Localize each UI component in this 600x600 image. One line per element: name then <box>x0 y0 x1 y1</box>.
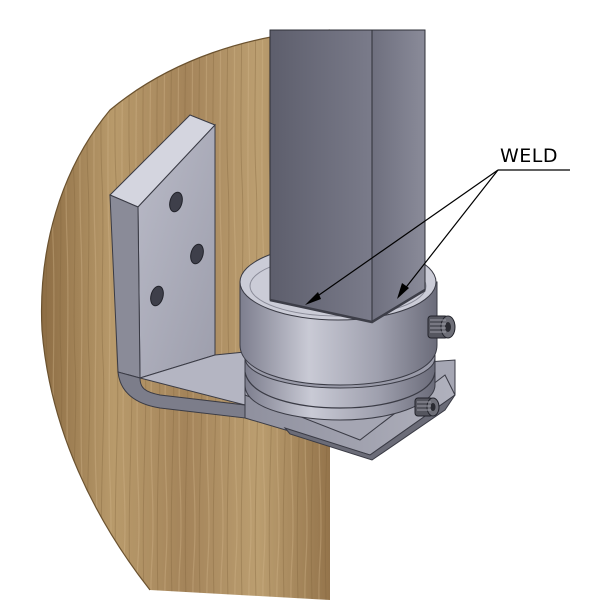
square-post <box>269 29 426 324</box>
leader-arrowhead <box>397 283 409 299</box>
bolt-holes <box>150 191 204 307</box>
weld-callout-label: WELD <box>500 145 559 167</box>
bolt-hole-2 <box>190 243 204 265</box>
bolt-hole-1 <box>169 191 183 213</box>
hex-socket-set-screw-lower-icon <box>414 397 440 417</box>
weld-leader-lines <box>305 169 570 305</box>
angle-bracket <box>109 114 266 419</box>
hex-socket-set-screw-upper-icon <box>427 315 456 339</box>
leader-arrowhead <box>305 292 321 305</box>
bolt-hole-3 <box>150 285 164 307</box>
